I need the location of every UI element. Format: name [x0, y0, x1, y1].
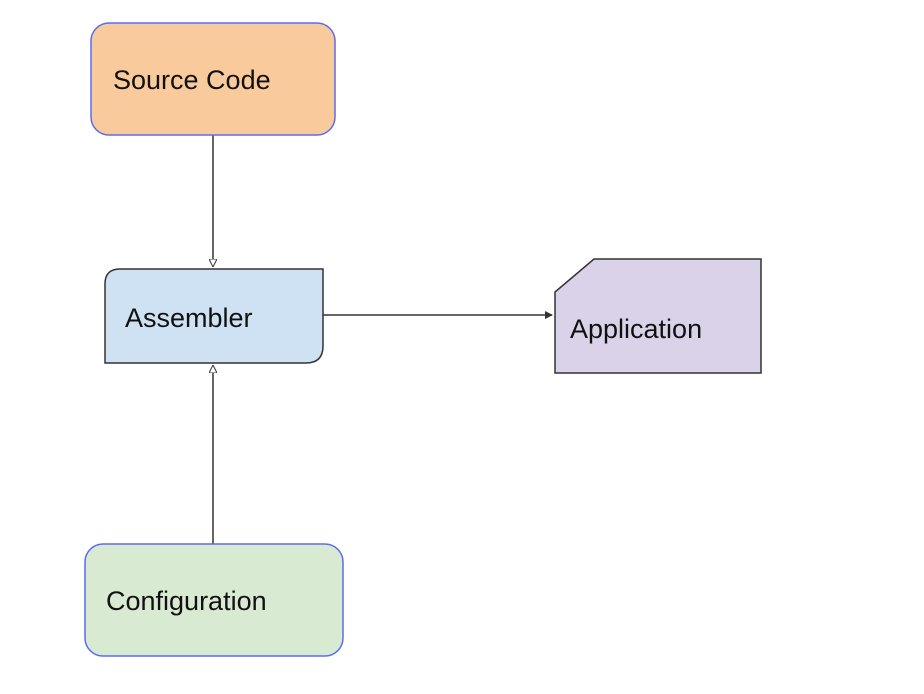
node-assembler-shape [104, 268, 324, 364]
node-application-label: Application [570, 314, 702, 344]
node-application-shape [554, 258, 762, 374]
node-source-code-label: Source Code [113, 65, 271, 95]
node-configuration[interactable]: Configuration [84, 543, 344, 657]
node-assembler-label: Assembler [125, 303, 253, 333]
node-application[interactable]: Application [554, 258, 762, 374]
node-source-code-shape [90, 22, 336, 136]
node-configuration-label: Configuration [106, 586, 267, 616]
node-source-code[interactable]: Source Code [90, 22, 336, 136]
node-assembler[interactable]: Assembler [104, 268, 324, 364]
node-configuration-shape [84, 543, 344, 657]
